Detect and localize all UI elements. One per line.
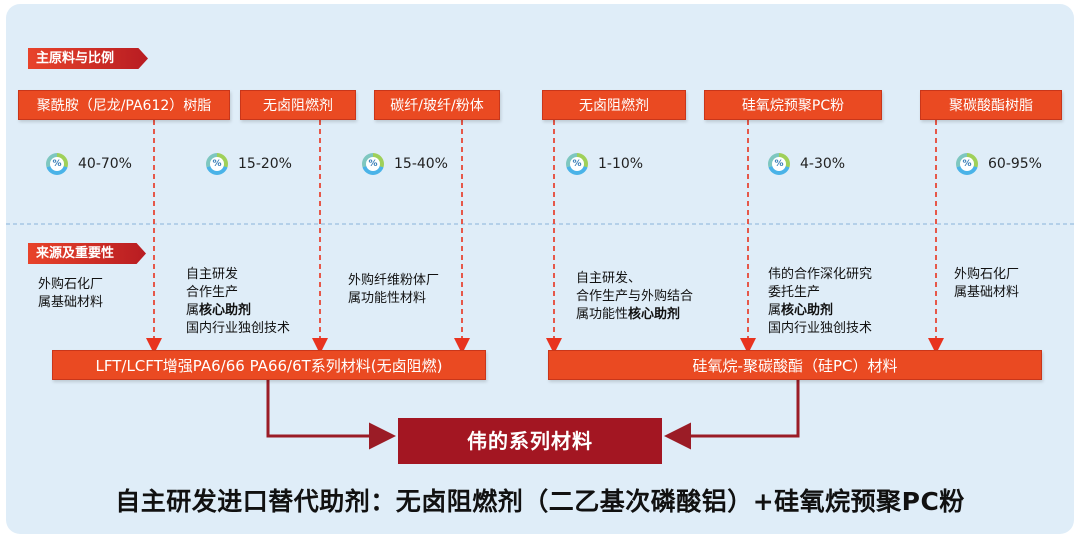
source-polycarbonate: 外购石化厂 属基础材料 (954, 266, 1019, 302)
ratio-flame-retardant-right-value: 1-10% (598, 156, 644, 172)
main-materials-tag: 主原料与比例 (28, 48, 148, 69)
source-importance-tag: 来源及重要性 (28, 243, 146, 264)
ratio-polyamide-value: 40-70% (78, 156, 132, 172)
material-box-polycarbonate: 聚碳酸酯树脂 (920, 90, 1062, 120)
source-fiber: 外购纤维粉体厂 属功能性材料 (348, 272, 439, 308)
result-box: 伟的系列材料 (398, 418, 662, 464)
source-line: 属基础材料 (38, 295, 104, 310)
percentage-chart-icon (46, 153, 68, 175)
source-line: 伟的合作深化研究 (768, 267, 873, 282)
connector-right-to-result (664, 378, 800, 450)
source-flame-retardant-left: 自主研发 合作生产 属核心助剂 国内行业独创技术 (186, 266, 290, 338)
ratio-polycarbonate-value: 60-95% (988, 156, 1042, 172)
source-line: 自主研发、 (576, 271, 642, 286)
ratio-polyamide: 40-70% (46, 153, 132, 175)
material-box-siloxane: 硅氧烷预聚PC粉 (704, 90, 882, 120)
percentage-chart-icon (768, 153, 790, 175)
material-box-polyamide: 聚酰胺（尼龙/PA612）树脂 (18, 90, 230, 120)
source-line: 外购石化厂 (38, 277, 104, 292)
headline: 自主研发进口替代助剂：无卤阻燃剂（二乙基次磷酸铝）+硅氧烷预聚PC粉 (115, 487, 965, 516)
source-line: 属功能性核心助剂 (576, 307, 681, 322)
percentage-chart-icon (566, 153, 588, 175)
source-line: 外购石化厂 (954, 267, 1020, 282)
ratio-siloxane-value: 4-30% (800, 156, 846, 172)
ratio-polycarbonate: 60-95% (956, 153, 1042, 175)
source-line: 属核心助剂 (186, 303, 252, 318)
ratio-flame-retardant-left-value: 15-20% (238, 156, 292, 172)
source-line: 自主研发 (186, 267, 239, 282)
emphasis-text: 核心助剂 (628, 307, 681, 322)
diagram-canvas: 主原料与比例 来源及重要性 聚酰胺（尼龙/PA612）树脂 无卤阻燃剂 碳纤/玻… (6, 4, 1074, 534)
percentage-chart-icon (206, 153, 228, 175)
product-box-silicone-pc: 硅氧烷-聚碳酸酯（硅PC）材料 (548, 350, 1042, 380)
percentage-chart-icon (362, 153, 384, 175)
percentage-chart-icon (956, 153, 978, 175)
product-box-pa: LFT/LCFT增强PA6/66 PA66/6T系列材料(无卤阻燃) (52, 350, 486, 380)
ratio-flame-retardant-left: 15-20% (206, 153, 292, 175)
material-box-flame-retardant-right: 无卤阻燃剂 (542, 90, 686, 120)
ratio-flame-retardant-right: 1-10% (566, 153, 643, 175)
source-line: 属核心助剂 (768, 303, 834, 318)
source-line: 合作生产 (186, 285, 239, 300)
material-box-fiber: 碳纤/玻纤/粉体 (374, 90, 500, 120)
source-line: 国内行业独创技术 (768, 321, 873, 336)
emphasis-text: 核心助剂 (781, 303, 834, 318)
source-polyamide: 外购石化厂 属基础材料 (38, 276, 103, 312)
connector-layer (6, 120, 1074, 450)
source-siloxane: 伟的合作深化研究 委托生产 属核心助剂 国内行业独创技术 (768, 266, 872, 338)
source-line: 外购纤维粉体厂 (348, 273, 440, 288)
source-flame-retardant-right: 自主研发、 合作生产与外购结合 属功能性核心助剂 (576, 270, 693, 324)
emphasis-text: 核心助剂 (199, 303, 252, 318)
ratio-fiber-value: 15-40% (394, 156, 448, 172)
source-line: 委托生产 (768, 285, 821, 300)
source-line: 合作生产与外购结合 (576, 289, 694, 304)
source-line: 国内行业独创技术 (186, 321, 291, 336)
connector-left-to-result (266, 378, 396, 450)
ratio-siloxane: 4-30% (768, 153, 845, 175)
ratio-fiber: 15-40% (362, 153, 448, 175)
source-line: 属基础材料 (954, 285, 1020, 300)
material-box-flame-retardant-left: 无卤阻燃剂 (240, 90, 356, 120)
source-line: 属功能性材料 (348, 291, 427, 306)
